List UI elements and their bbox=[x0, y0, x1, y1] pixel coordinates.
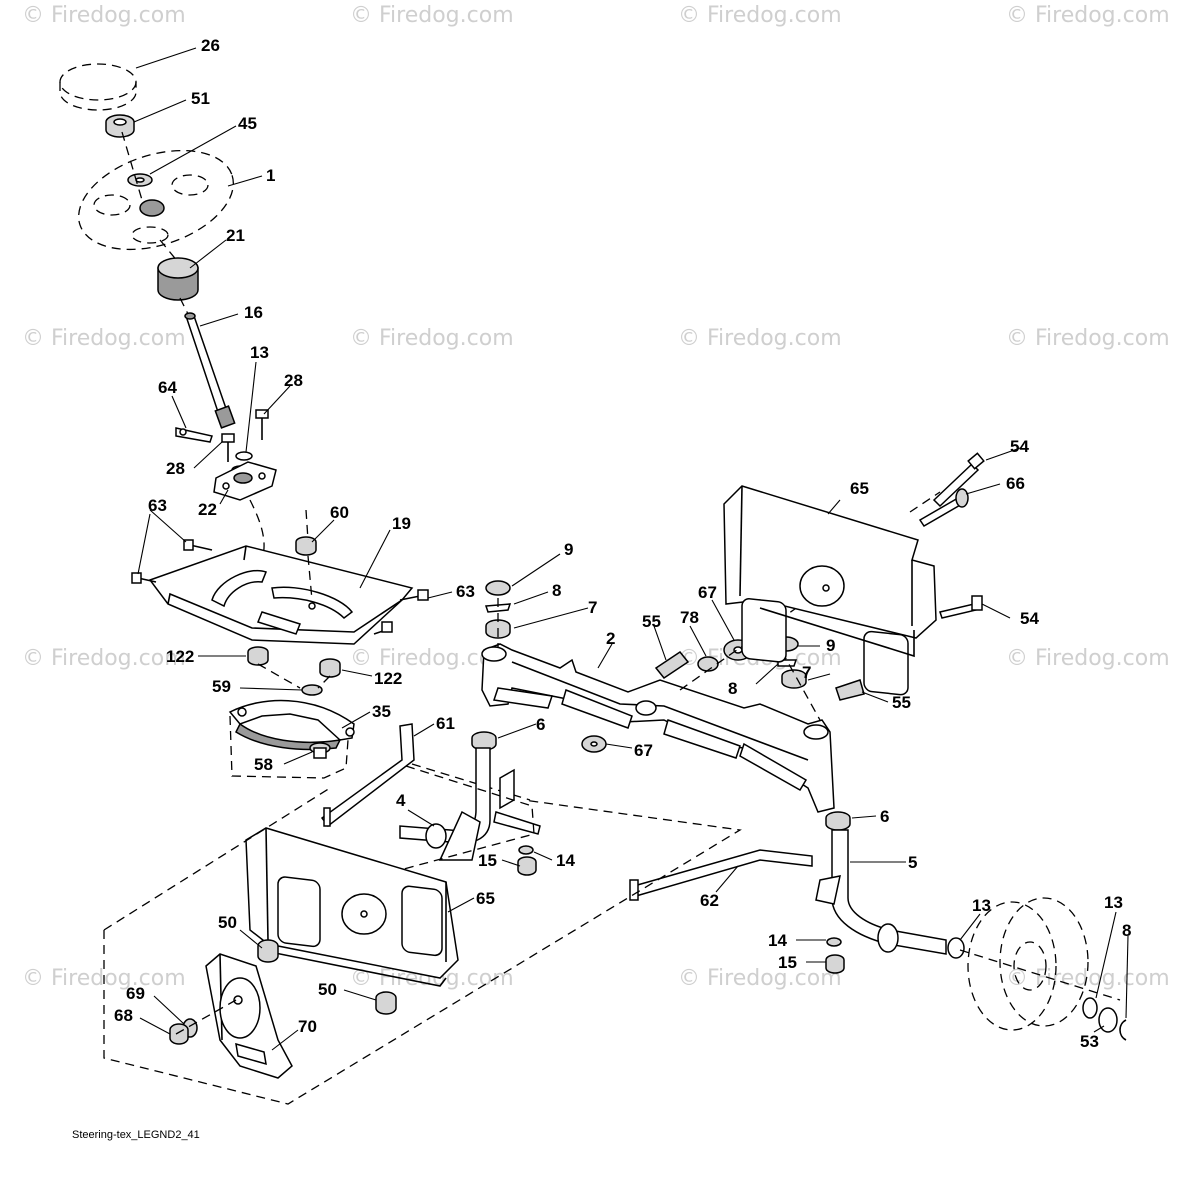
callout: 2 bbox=[606, 629, 615, 648]
callout: 65 bbox=[850, 479, 869, 498]
callout: 53 bbox=[1080, 1032, 1099, 1051]
callout: 8 bbox=[728, 679, 737, 698]
watermark: © Firedog.com bbox=[22, 3, 186, 28]
watermark: © Firedog.com bbox=[678, 3, 842, 28]
steering-plate bbox=[131, 509, 429, 645]
diagram-id: Steering-tex_LEGND2_41 bbox=[72, 1129, 200, 1141]
callout: 122 bbox=[374, 669, 402, 688]
watermark: © Firedog.com bbox=[350, 326, 514, 351]
callout: 7 bbox=[802, 663, 811, 682]
callout: 55 bbox=[642, 612, 661, 631]
callout: 70 bbox=[298, 1017, 317, 1036]
callout: 78 bbox=[680, 608, 699, 627]
upper-right-plate bbox=[723, 452, 985, 696]
callout: 50 bbox=[218, 913, 237, 932]
callout: 9 bbox=[564, 540, 573, 559]
left-spindle bbox=[399, 747, 541, 876]
watermark: © Firedog.com bbox=[678, 966, 842, 991]
watermark: © Firedog.com bbox=[22, 646, 186, 671]
sector-gear-group bbox=[228, 646, 355, 779]
callout: 7 bbox=[588, 598, 597, 617]
callout: 14 bbox=[556, 851, 575, 870]
callout: 16 bbox=[244, 303, 263, 322]
callout: 26 bbox=[201, 36, 220, 55]
right-spindle bbox=[815, 811, 965, 974]
callout: 22 bbox=[198, 500, 217, 519]
callout: 60 bbox=[330, 503, 349, 522]
callout: 59 bbox=[212, 677, 231, 696]
callout: 13 bbox=[250, 343, 269, 362]
callout: 65 bbox=[476, 889, 495, 908]
callout: 50 bbox=[318, 980, 337, 999]
callout: 8 bbox=[1122, 921, 1131, 940]
callout: 122 bbox=[166, 647, 194, 666]
front-axle bbox=[471, 579, 865, 813]
callout: 62 bbox=[700, 891, 719, 910]
watermark: © Firedog.com bbox=[350, 3, 514, 28]
callout: 1 bbox=[266, 166, 275, 185]
leader-lines bbox=[133, 47, 1129, 1051]
callout: 63 bbox=[148, 496, 167, 515]
callout: 8 bbox=[552, 581, 561, 600]
callout: 19 bbox=[392, 514, 411, 533]
callout: 51 bbox=[191, 89, 210, 108]
callout: 9 bbox=[826, 636, 835, 655]
callout: 15 bbox=[478, 851, 497, 870]
callout: 13 bbox=[1104, 893, 1123, 912]
callout: 54 bbox=[1020, 609, 1039, 628]
callout: 21 bbox=[226, 226, 245, 245]
callout: 67 bbox=[634, 741, 653, 760]
callout: 63 bbox=[456, 582, 475, 601]
callout: 67 bbox=[698, 583, 717, 602]
lower-plate bbox=[103, 787, 742, 1105]
bracket-group bbox=[169, 953, 293, 1079]
callout: 45 bbox=[238, 114, 257, 133]
callout: 66 bbox=[1006, 474, 1025, 493]
callout: 5 bbox=[908, 853, 917, 872]
callout: 4 bbox=[396, 791, 406, 810]
watermark: © Firedog.com bbox=[1006, 326, 1170, 351]
callout: 14 bbox=[768, 931, 787, 950]
callout: 28 bbox=[166, 459, 185, 478]
callout: 54 bbox=[1010, 437, 1029, 456]
callout: 6 bbox=[880, 807, 889, 826]
steering-column bbox=[59, 63, 277, 561]
callout: 69 bbox=[126, 984, 145, 1003]
callouts: 26 51 45 1 21 16 13 28 64 28 22 63 60 19… bbox=[114, 36, 1131, 1051]
watermark: © Firedog.com bbox=[1006, 3, 1170, 28]
callout: 55 bbox=[892, 693, 911, 712]
callout: 13 bbox=[972, 896, 991, 915]
callout: 58 bbox=[254, 755, 273, 774]
callout: 6 bbox=[536, 715, 545, 734]
watermark-layer: © Firedog.com © Firedog.com © Firedog.co… bbox=[22, 3, 1170, 991]
watermark: © Firedog.com bbox=[678, 326, 842, 351]
callout: 15 bbox=[778, 953, 797, 972]
watermark: © Firedog.com bbox=[1006, 646, 1170, 671]
callout: 28 bbox=[284, 371, 303, 390]
callout: 68 bbox=[114, 1006, 133, 1025]
watermark: © Firedog.com bbox=[22, 326, 186, 351]
callout: 64 bbox=[158, 378, 177, 397]
callout: 61 bbox=[436, 714, 455, 733]
callout: 35 bbox=[372, 702, 391, 721]
drag-links bbox=[320, 723, 813, 901]
